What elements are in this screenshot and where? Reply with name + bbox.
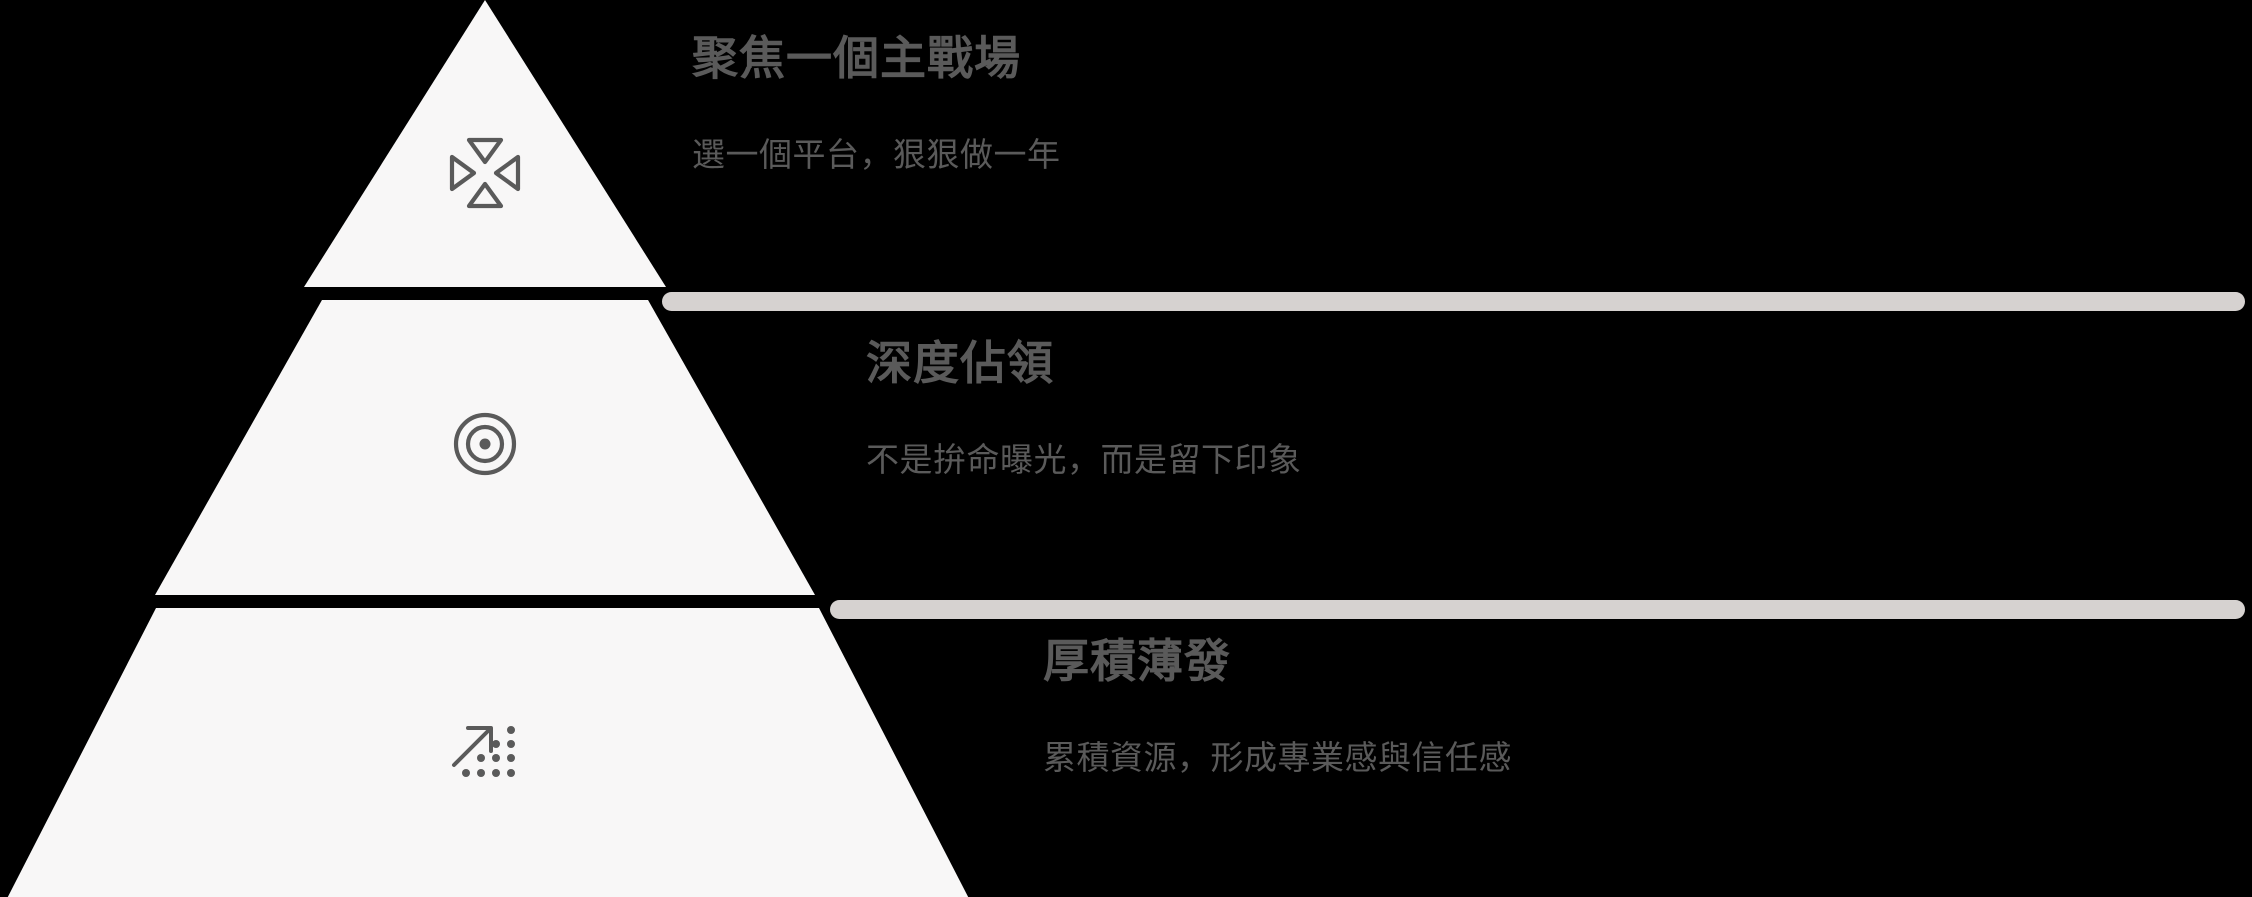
tier-2-subtitle: 不是拚命曝光，而是留下印象 — [866, 440, 1302, 478]
tier-divider-2 — [830, 600, 2245, 619]
converge-arrows-icon — [447, 135, 523, 211]
tier-divider-1 — [662, 292, 2245, 311]
tier-3-subtitle: 累積資源，形成專業感與信任感 — [1043, 738, 1512, 776]
tier-3-title: 厚積薄發 — [1043, 635, 1231, 687]
target-bullseye-icon — [452, 411, 518, 477]
tier-2-text-block: 深度佔領 不是拚命曝光，而是留下印象 — [866, 335, 1302, 483]
tier-1-subtitle: 選一個平台，狠狠做一年 — [692, 135, 1061, 173]
tier-2-title: 深度佔領 — [866, 337, 1054, 389]
tier-1-text-block: 聚焦一個主戰場 選一個平台，狠狠做一年 — [692, 30, 1061, 178]
growth-arrow-dots-icon — [448, 713, 522, 783]
pyramid-tier-3-shape — [7, 608, 969, 897]
tier-1-title: 聚焦一個主戰場 — [692, 32, 1021, 84]
tier-3-text-block: 厚積薄發 累積資源，形成專業感與信任感 — [1043, 633, 1512, 781]
